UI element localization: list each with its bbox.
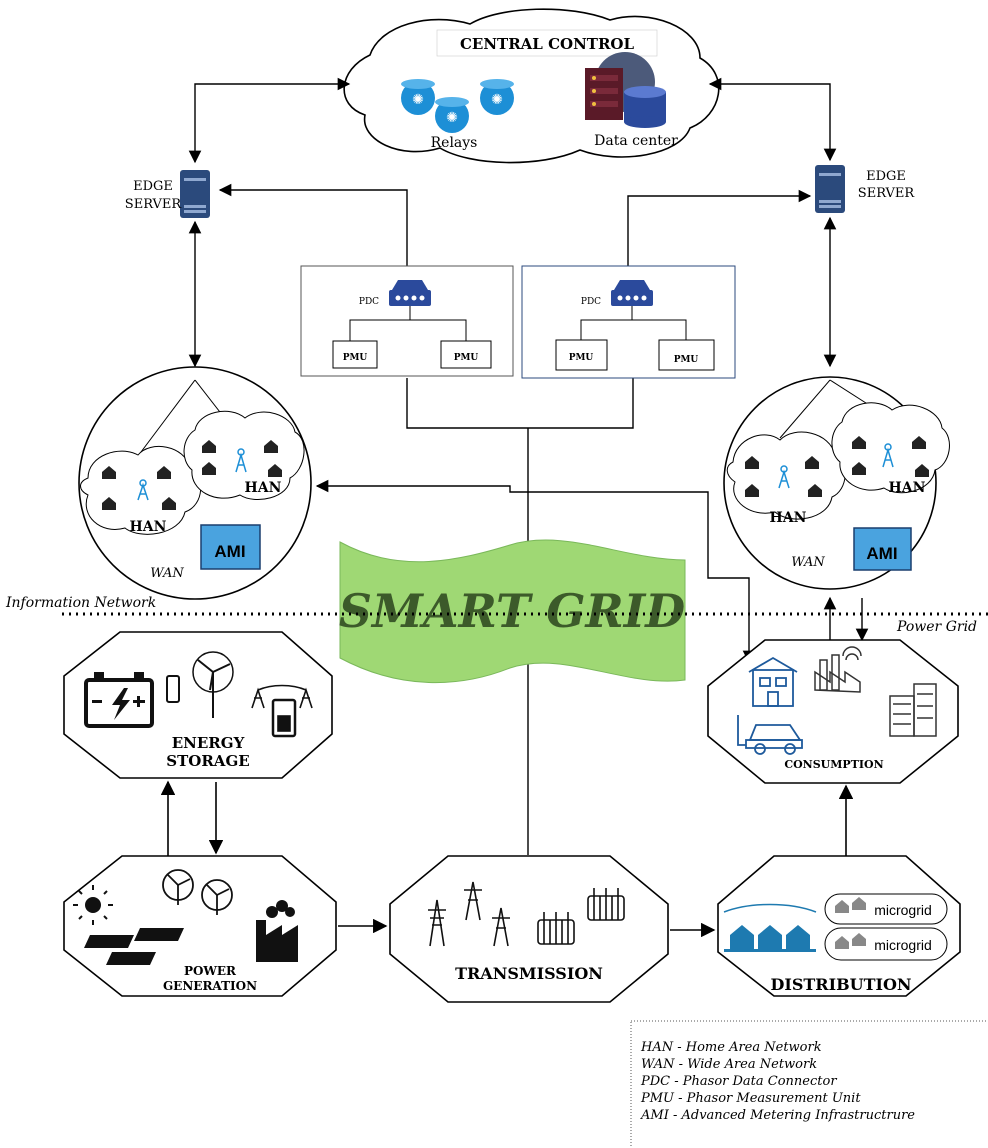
legend-item: PMU - Phasor Measurement Unit [640,1091,861,1106]
microgrid-pill-bottom: microgrid [824,927,948,961]
tower-icon [778,465,790,489]
legend-item: HAN - Home Area Network [640,1040,822,1055]
consumption-label: CONSUMPTION [784,758,883,771]
pdc-box-left: PDC PMU PMU [300,265,514,377]
power-generation-label: POWER [184,964,237,978]
pdc-device-icon [389,280,431,306]
wan-label: WAN [791,555,825,570]
han-label: HAN [245,480,282,496]
wan-label: WAN [150,566,184,581]
ami-box [853,527,912,571]
transmission-label: TRANSMISSION [455,964,603,983]
edge-server-label: SERVER [858,186,916,201]
server-icon [180,170,210,218]
pdc-device-icon [611,280,653,306]
pmu-label: PMU [343,353,368,363]
data-center-icon [585,52,666,128]
edge-server-label: EDGE [866,169,906,184]
microgrid-pill-top: microgrid [824,893,948,925]
data-center-label: Data center [594,133,678,149]
house-icons [745,436,929,497]
tower-icon [882,443,894,468]
pmu-label: PMU [674,355,699,365]
edge-server-label: SERVER [125,197,183,212]
pdc-label: PDC [581,297,601,307]
han-label: HAN [770,510,807,526]
sun-icon [73,885,113,925]
legend-item: AMI - Advanced Metering Infrastructrure [640,1108,915,1123]
factory-icon [256,900,298,962]
han-label: HAN [889,480,926,496]
building-icon [748,656,798,707]
wind-turbine-icon [166,651,234,718]
arrow-wan-consumption [315,479,756,664]
power-grid-label: Power Grid [896,619,977,635]
svg-text:✺: ✺ [491,92,503,108]
power-arrows [160,780,854,938]
ami-box [200,524,261,570]
legend-item: PDC - Phasor Data Connector [640,1074,837,1089]
energy-storage-node: ENERGY STORAGE [63,631,333,779]
svg-text:✺: ✺ [446,110,458,126]
transformer-icon [537,888,625,945]
distribution-label: DISTRIBUTION [770,975,911,994]
houses-distribution-icon [723,903,817,952]
arrow-right-server-cloud [708,77,837,162]
power-generation-label: GENERATION [163,979,257,993]
edge-server-left: EDGE SERVER [125,170,210,218]
arrow-left-server-cloud [188,77,351,164]
electric-car-icon [737,715,803,755]
central-control-cloud: CENTRAL CONTROL ✺ ✺ ✺ Relays [343,8,720,164]
arrow-pdc-left-server [218,183,408,266]
arrow-pdc-right-server [627,189,812,266]
transmission-tower-icon [428,881,510,947]
wind-turbine-icon [162,869,233,915]
house-icons [102,440,282,510]
transmission-node: TRANSMISSION [389,855,669,1003]
legend-item: WAN - Wide Area Network [641,1057,817,1072]
office-building-icon [889,683,937,737]
energy-storage-label: ENERGY [172,734,245,752]
legend: HAN - Home Area Network WAN - Wide Area … [630,1020,988,1148]
relay-icon: ✺ [480,79,514,115]
wan-right: HAN HAN AMI WAN [723,376,950,590]
wan-left: HAN HAN AMI WAN [78,366,312,600]
information-network-label: Information Network [5,595,156,611]
pmu-label: PMU [454,353,479,363]
microgrid-house-icon [835,933,866,949]
ami-label: AMI [214,542,245,561]
distribution-node: microgrid microgrid DISTRIBUTION [717,855,961,997]
tower-icon [235,448,247,473]
factory-icon [814,646,862,693]
microgrid-label: microgrid [874,937,932,953]
edge-server-right: EDGE SERVER [815,165,915,213]
smart-grid-banner: SMART GRID [339,539,686,684]
battery-icon [84,672,154,728]
pdc-box-right: PDC PMU PMU [521,265,736,379]
energy-storage-label: STORAGE [166,752,249,770]
power-generation-node: POWER GENERATION [63,855,337,997]
server-icon [815,165,845,213]
relay-icon: ✺ [401,79,435,115]
central-control-title: CENTRAL CONTROL [460,35,635,53]
consumption-node: CONSUMPTION [707,639,959,784]
microgrid-house-icon [835,897,866,913]
pdc-label: PDC [359,297,379,307]
relays-label: Relays [431,135,478,151]
relay-icon: ✺ [435,97,469,133]
edge-server-label: EDGE [133,179,173,194]
svg-text:✺: ✺ [412,92,424,108]
ami-label: AMI [866,544,897,563]
pylon-battery-icon [251,684,313,738]
pmu-label: PMU [569,353,594,363]
smart-grid-title: SMART GRID [339,584,686,638]
microgrid-label: microgrid [874,902,932,918]
solar-panel-icon [84,928,184,965]
tower-icon [137,479,149,501]
han-label: HAN [130,519,167,535]
